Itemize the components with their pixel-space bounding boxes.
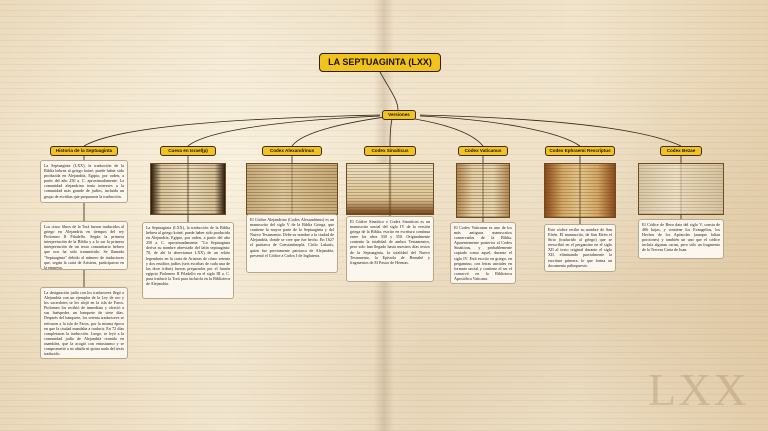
ephraemi-text-box: Este códice recibe su nombre de San Efré…: [544, 224, 616, 272]
connector-versiones-bezae: [419, 114, 682, 147]
connector-versiones-sinaiticus: [389, 118, 393, 147]
scroll-photo: [150, 163, 226, 215]
branch-sinaiticus-node[interactable]: Codex Sinaiticus: [364, 146, 416, 156]
lxx-watermark: LXX: [648, 364, 749, 415]
historia-text-box-2: Los cinco libros de la Torá fueron tradu…: [40, 221, 128, 270]
connector-versiones-ephraemi: [419, 115, 581, 147]
vaticanus-text-box: El Codex Vaticanus es uno de los más ant…: [450, 222, 516, 284]
codex-bezae-photo: [638, 163, 724, 215]
codex-alexandrinus-photo: [246, 163, 338, 215]
page-fold: [374, 0, 394, 431]
branch-cueva-node[interactable]: Cueva en Israel(p): [160, 146, 216, 156]
codex-sinaiticus-photo: [346, 163, 434, 215]
branch-vaticanus-node[interactable]: Codex Vaticanus: [458, 146, 508, 156]
branch-ephraemi-node[interactable]: Codex Ephraemi Rescriptus: [545, 146, 615, 156]
alexandrinus-text-box: El Códice Alejandrino (Codex Alexandrinu…: [246, 214, 338, 273]
sinaiticus-text-box: El Códice Sinaítico o Codex Sinaiticus e…: [346, 216, 434, 282]
historia-text-box-1: La Septuaginta (LXX), la traducción de l…: [40, 160, 128, 203]
branch-historia-node[interactable]: Historia de la Septuaginta: [50, 146, 118, 156]
codex-ephraemi-photo: [544, 163, 616, 218]
versiones-node[interactable]: Versiones: [382, 110, 416, 120]
connector-title-versiones: [379, 71, 399, 111]
cueva-text-box: La Septuaginta (LXX), la traducción de l…: [142, 222, 234, 299]
historia-text-box-3: La designación judía con los traductores…: [40, 287, 128, 359]
connector-versiones-alexandrinus: [291, 116, 386, 147]
main-title-node[interactable]: LA SEPTUAGINTA (LXX): [319, 53, 441, 72]
codex-vaticanus-photo: [456, 163, 510, 218]
bezae-text-box: El Códice de Beza data del siglo V, cons…: [638, 219, 724, 259]
connector-versiones-cueva: [187, 115, 381, 147]
connector-versiones-vaticanus: [414, 118, 484, 147]
branch-bezae-node[interactable]: Codex Bezae: [660, 146, 702, 156]
connector-versiones-historia: [83, 114, 381, 147]
branch-alexandrinus-node[interactable]: Codex Alexandrinus: [262, 146, 322, 156]
